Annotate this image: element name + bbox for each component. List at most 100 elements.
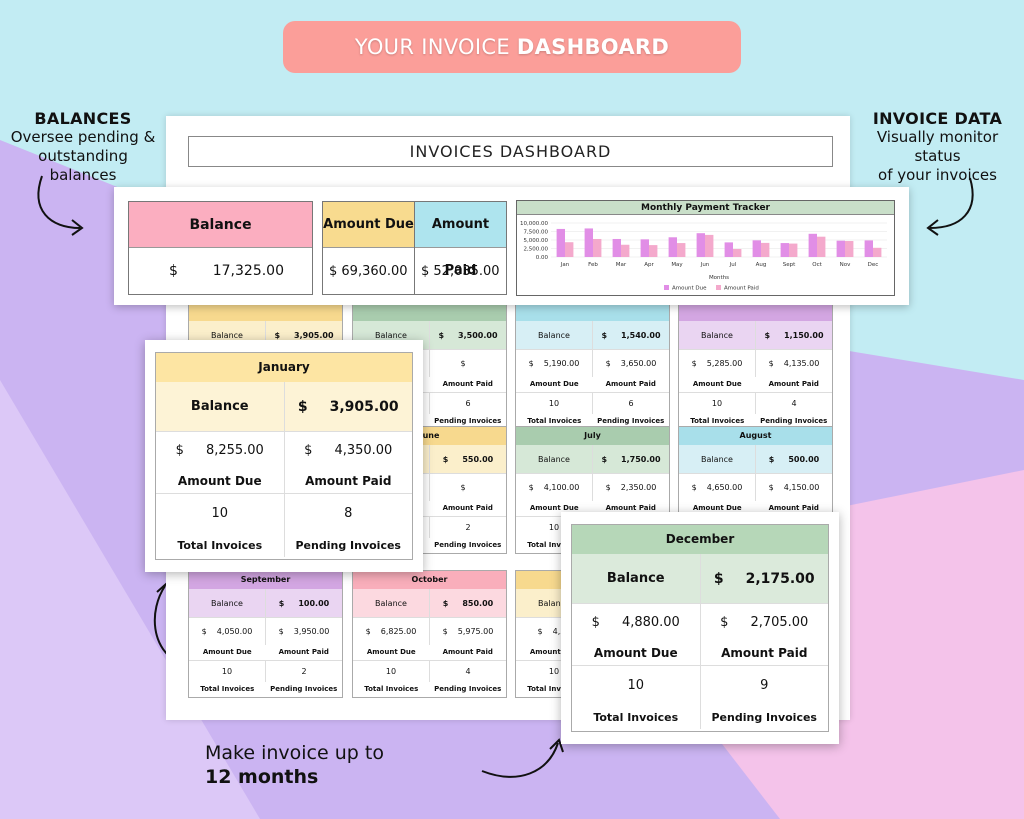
total-invoices-label: Total Invoices [527,541,582,549]
pending-invoices-label: Pending Invoices [295,538,401,552]
amount-paid-bar [649,245,658,257]
balance-label: Balance [189,321,266,349]
amount-due-value: $ 69,360.00 [329,263,408,279]
month-name: August [679,427,832,445]
footer-note: Make invoice up to 12 months [205,742,384,788]
amount-due-value: 4,050.00 [216,627,253,636]
amount-paid-label: Amount Paid [442,504,493,512]
x-tick-label: Nov [840,262,851,268]
amount-due-value: 5,190.00 [543,359,580,368]
pending-invoices-label: Pending Invoices [597,417,665,425]
month-name [353,303,506,321]
amount-paid-box: Amount Paid $ 52,035.00 [414,201,507,295]
amount-paid-label: Amount Paid [442,380,493,388]
pending-invoices-value: 4 [791,399,797,408]
amount-paid-value: 3,650.00 [620,359,657,368]
amount-due-bar [640,239,649,257]
amount-paid-bar [733,249,742,257]
amount-paid-label: Amount Paid [442,648,493,656]
amount-paid-bar [593,238,602,257]
balance-label: Balance [353,321,430,349]
x-tick-label: Dec [868,262,879,268]
pending-invoices-label: Pending Invoices [760,417,828,425]
x-tick-label: Jan [560,262,570,268]
legend-swatch [716,285,721,290]
balance-value: 850.00 [462,598,494,608]
x-tick-label: Jul [729,262,737,268]
month-name [679,303,832,321]
amount-paid-bar [621,244,630,257]
month-name [516,303,669,321]
amount-paid-value: 4,150.00 [783,483,820,492]
invoice-data-callout: INVOICE DATA Visually monitor status of … [872,109,1003,184]
balance-value: 3,905.00 [294,330,334,340]
total-invoices-value: 10 [679,393,756,414]
balance-label: Balance [156,382,285,431]
month-name: January [156,353,412,382]
total-invoices-label: Total Invoices [527,685,582,693]
amount-due-label: Amount Due [692,504,742,512]
amount-due-value: 8,255.00 [205,443,264,458]
total-invoices-value [353,517,430,538]
x-tick-label: Mar [616,262,627,268]
balance-value: 500.00 [788,454,820,464]
pending-invoices-value: 6 [628,399,634,408]
amount-due-value: 4,880.00 [621,615,680,630]
amount-due-label: Amount Due [366,648,416,656]
balances-callout: BALANCES Oversee pending & outstanding b… [10,109,156,184]
pending-invoices-label: Pending Invoices [434,417,502,425]
month-name: October [353,571,506,589]
balance-label: Balance [516,321,593,349]
amount-paid-value: $ 52,035.00 [415,248,506,294]
amount-due-label: Amount Due [529,380,579,388]
balance-label: Balance [679,445,756,473]
amount-paid-bar [761,242,770,257]
amount-paid-bar [817,236,826,257]
amount-due-bar [584,228,593,257]
amount-due-label: Amount Due [529,504,579,512]
amount-due-value: 6,825.00 [380,627,417,636]
balance-label: Balance [516,445,593,473]
arrow-left-icon [37,175,84,236]
total-invoices-label: Total Invoices [572,705,701,729]
amount-paid-value: 4,350.00 [334,443,393,458]
balance-label: Balance [189,589,266,617]
total-invoices-value: 10 [516,393,593,414]
total-invoices-value: 10 [572,666,701,705]
amount-due-bar [724,242,733,257]
amount-due-bar [808,233,817,257]
sheet-title: INVOICES DASHBOARD [188,136,833,167]
pending-invoices-value: 2 [301,667,307,676]
amount-due-bar [556,228,565,257]
amount-due-label: Amount Due [572,641,701,665]
x-tick-label: Sept [783,262,796,268]
pending-invoices-value: 4 [465,667,471,676]
amount-paid-label: Amount Paid [278,648,329,656]
total-invoices-label: Total Invoices [690,417,745,425]
amount-paid-label: Amount Paid [605,504,656,512]
amount-paid-value: 5,975.00 [457,627,494,636]
x-tick-label: May [671,262,683,268]
amount-due-bar [612,238,621,257]
amount-due-bar [752,240,761,257]
amount-paid-bar [873,247,882,257]
amount-due-bar [780,243,789,257]
amount-paid-label: Amount Paid [305,474,392,488]
pending-invoices-value: 9 [760,678,769,693]
page-banner: YOUR INVOICE DASHBOARD [283,21,741,73]
chart-plot: 10,000.007,500.005,000.002,500.000.00Jan… [520,221,887,292]
balance-value: 2,175.00 [745,570,815,587]
amount-paid-label: Amount Paid [605,380,656,388]
y-tick-label: 2,500.00 [524,247,549,253]
amount-paid-label: Amount Paid [768,380,819,388]
x-tick-label: Aug [756,262,767,268]
y-tick-label: 7,500.00 [524,230,549,236]
amount-paid-bar [789,243,798,257]
amount-due-label: Amount Due [156,469,285,493]
